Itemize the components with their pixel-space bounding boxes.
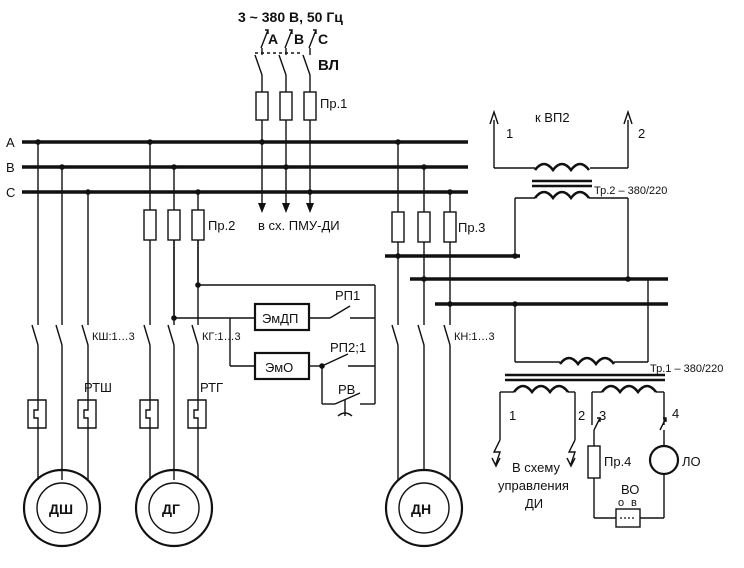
bus-b-label: B bbox=[6, 160, 15, 175]
phase-b-arrow-icon bbox=[284, 29, 293, 49]
switch-on-label: в bbox=[631, 497, 637, 509]
bus-a-label: A bbox=[6, 135, 15, 150]
supply-voltage-label: 3 ~ 380 В, 50 Гц bbox=[238, 9, 343, 25]
tr2-secondary-coil bbox=[533, 162, 591, 173]
arrow-down-icon bbox=[258, 203, 266, 213]
motor-dn-label: ДН bbox=[411, 501, 431, 517]
motor-dg-label: ДГ bbox=[162, 501, 180, 517]
to-vp2-label: к ВП2 bbox=[535, 110, 570, 125]
contact-rp2-label: РП2;1 bbox=[330, 340, 366, 355]
phase-a-arrow-icon bbox=[260, 29, 269, 49]
tr1-primary-coil bbox=[558, 356, 616, 367]
vp2-output-2-label: 2 bbox=[638, 126, 645, 141]
output-arrow-icon bbox=[491, 439, 501, 468]
tr1-output-4-label: 4 bbox=[672, 406, 679, 421]
output-arrow-icon bbox=[593, 417, 601, 431]
di-scheme-label-3: ДИ bbox=[525, 496, 543, 511]
phase-a-label: A bbox=[268, 31, 278, 47]
tr1-output-2-label: 2 bbox=[578, 408, 585, 423]
breaker-vl bbox=[254, 48, 311, 92]
output-arrow-icon bbox=[623, 109, 633, 168]
tr1-secondary-coil-di bbox=[512, 384, 570, 395]
transformer-tr2: к ВП2 1 2 Тр.2 – 380/220 bbox=[489, 109, 667, 279]
supply-block: 3 ~ 380 В, 50 Гц A B C ВЛ Пр.1 bbox=[238, 9, 347, 233]
thermal-element-icon bbox=[27, 399, 47, 429]
vp2-output-1-label: 1 bbox=[506, 126, 513, 141]
aux-buses bbox=[385, 253, 668, 307]
transformer-tr1: Тр.1 – 380/220 1 2 В схему управления ДИ… bbox=[491, 279, 723, 528]
phase-c-arrow-icon bbox=[308, 29, 317, 49]
fuse-pr4 bbox=[587, 445, 601, 479]
output-arrow-icon bbox=[659, 417, 667, 431]
to-pmu-di-label: в сх. ПМУ-ДИ bbox=[258, 218, 340, 233]
motor-dg-inner bbox=[148, 482, 200, 534]
tr2-label: Тр.2 – 380/220 bbox=[594, 185, 667, 197]
tr1-secondary-coil-lamp bbox=[600, 384, 658, 395]
di-scheme-label-2: управления bbox=[498, 478, 569, 493]
fuse-pr1-label: Пр.1 bbox=[320, 96, 347, 111]
phase-b-label: B bbox=[294, 31, 304, 47]
tr1-output-3-label: 3 bbox=[599, 408, 606, 423]
fuse-pr1-b bbox=[279, 91, 293, 121]
feeder-dg: КГ:1…3 РТГ ДГ bbox=[134, 139, 241, 548]
motor-dsh-label: ДШ bbox=[49, 501, 73, 517]
coil-emdp-label: ЭмДП bbox=[262, 311, 298, 326]
arrow-down-icon bbox=[282, 203, 290, 213]
main-buses: A B C bbox=[6, 135, 468, 200]
coil-emo-label: ЭмО bbox=[265, 360, 293, 375]
feeder-dsh: КШ:1…3 РТШ ДШ bbox=[22, 139, 135, 548]
phase-c-label: C bbox=[318, 31, 328, 47]
relay-rtg-label: РТГ bbox=[200, 380, 223, 395]
breaker-vl-label: ВЛ bbox=[318, 57, 339, 74]
contactor-ksh-label: КШ:1…3 bbox=[92, 331, 135, 343]
motor-dn-inner bbox=[398, 482, 450, 534]
coil-emdp bbox=[253, 302, 311, 332]
motor-dn bbox=[384, 468, 464, 548]
fuse-pr4-label: Пр.4 bbox=[604, 454, 631, 469]
feeder-dn: Пр.3 КН:1…3 ДН bbox=[384, 139, 495, 548]
bus-c-label: C bbox=[6, 185, 15, 200]
contact-rp1-label: РП1 bbox=[335, 288, 360, 303]
contactor-kg-label: КГ:1…3 bbox=[202, 331, 241, 343]
fuse-pr2-label: Пр.2 bbox=[208, 218, 235, 233]
thermal-element-icon bbox=[77, 399, 97, 429]
relay-rtsh-label: РТШ bbox=[84, 380, 112, 395]
fuse-pr3-label: Пр.3 bbox=[458, 220, 485, 235]
contactor-kn-label: КН:1…3 bbox=[454, 331, 495, 343]
output-arrow-icon bbox=[489, 109, 499, 168]
motor-dg bbox=[134, 468, 214, 548]
control-circuit: ЭмДП РП1 ЭмО РП2;1 РВ bbox=[171, 240, 376, 417]
motor-dsh-inner bbox=[36, 482, 88, 534]
motor-dsh bbox=[22, 468, 102, 548]
fuse-pr1-a bbox=[255, 91, 269, 121]
di-scheme-label-1: В схему bbox=[512, 460, 560, 475]
arrow-down-icon bbox=[306, 203, 314, 213]
fuse-pr1-c bbox=[303, 91, 317, 121]
tr1-output-1-label: 1 bbox=[509, 408, 516, 423]
contact-rv-label: РВ bbox=[338, 382, 355, 397]
thermal-element-icon bbox=[187, 399, 207, 429]
output-arrow-icon bbox=[566, 439, 576, 468]
time-relay-icon bbox=[337, 400, 353, 417]
tr2-primary-coil bbox=[533, 190, 591, 201]
switch-off-label: о bbox=[618, 497, 624, 509]
fuses-pr2: Пр.2 bbox=[143, 209, 235, 241]
lamp-lo-icon bbox=[648, 444, 680, 476]
thermal-element-icon bbox=[139, 399, 159, 429]
lamp-lo-label: ЛО bbox=[682, 454, 701, 469]
tr1-label: Тр.1 – 380/220 bbox=[650, 363, 723, 375]
switch-vo-label: ВО bbox=[621, 482, 639, 497]
